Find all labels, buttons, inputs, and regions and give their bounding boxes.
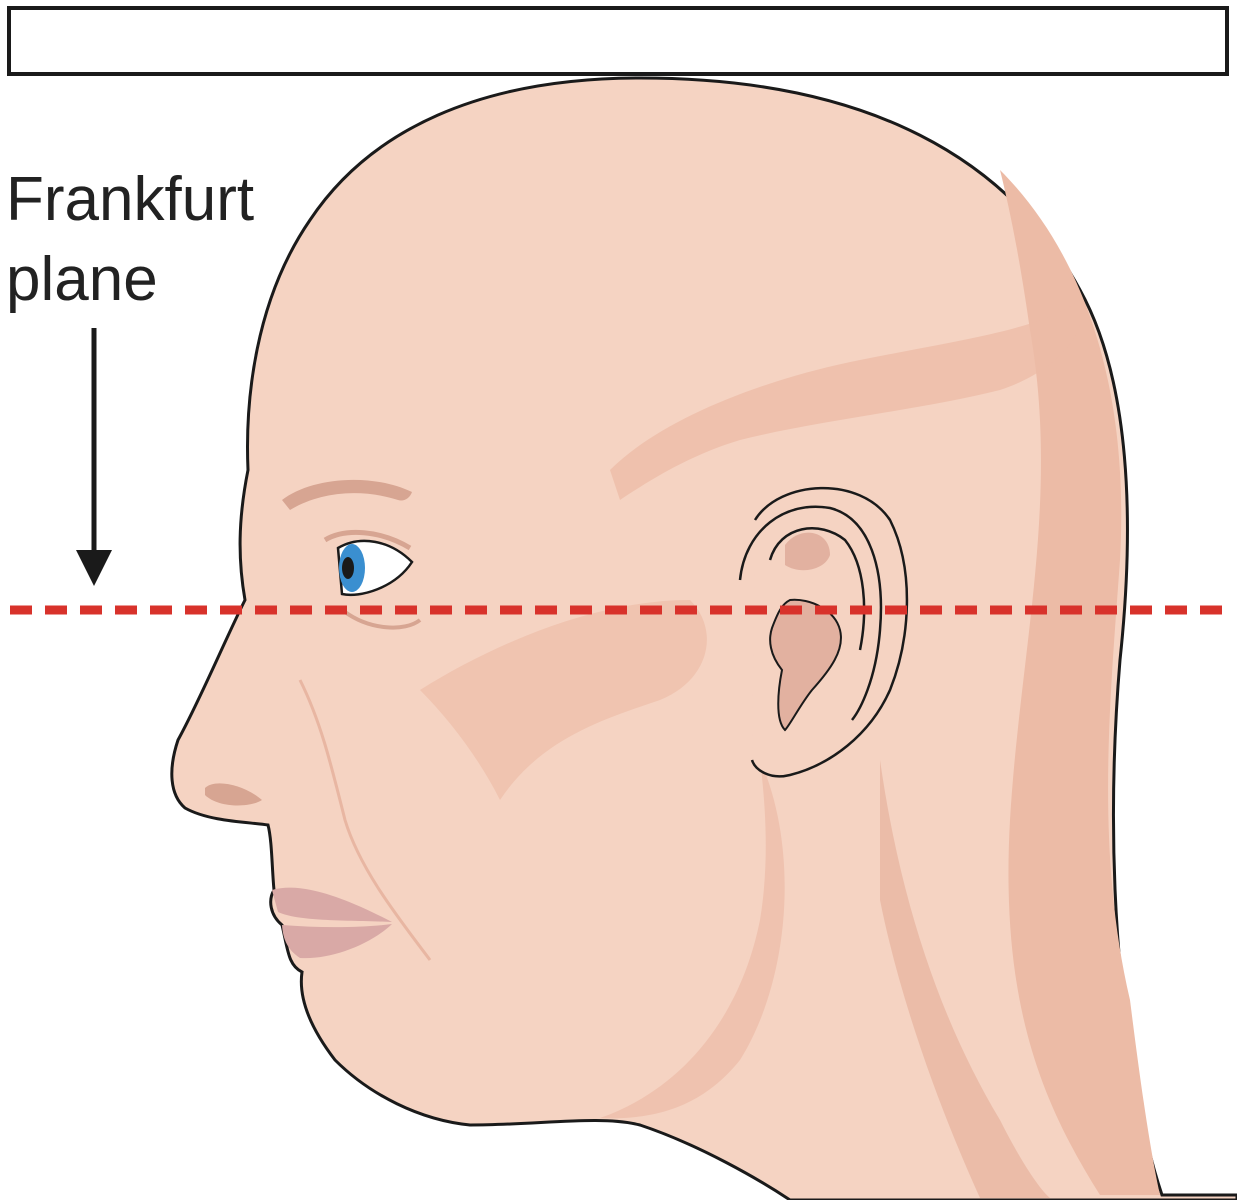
ear-helix <box>738 505 883 721</box>
ear-concha <box>785 532 830 571</box>
label-line-1: Frankfurt <box>6 165 255 234</box>
temple-shadow <box>610 300 1082 500</box>
nasolabial-line <box>298 679 432 961</box>
nostril <box>205 783 262 806</box>
arrow-down-icon <box>76 328 112 586</box>
jaw-shadow <box>600 760 785 1119</box>
under-eye-fold <box>343 610 422 630</box>
head-rest-bar <box>7 6 1229 76</box>
ear-lobe-inner <box>769 598 842 732</box>
neck-shadow <box>880 760 1050 1198</box>
pupil <box>342 557 354 579</box>
eyebrow <box>282 479 412 510</box>
eyelid-shadow <box>323 529 412 551</box>
back-shadow <box>1000 170 1160 1195</box>
label-line-2: plane <box>6 245 158 314</box>
cheek-shadow <box>420 600 707 800</box>
lower-lip <box>282 924 392 959</box>
frankfurt-plane-label: Frankfurt plane <box>6 160 254 320</box>
upper-lip <box>272 887 392 922</box>
